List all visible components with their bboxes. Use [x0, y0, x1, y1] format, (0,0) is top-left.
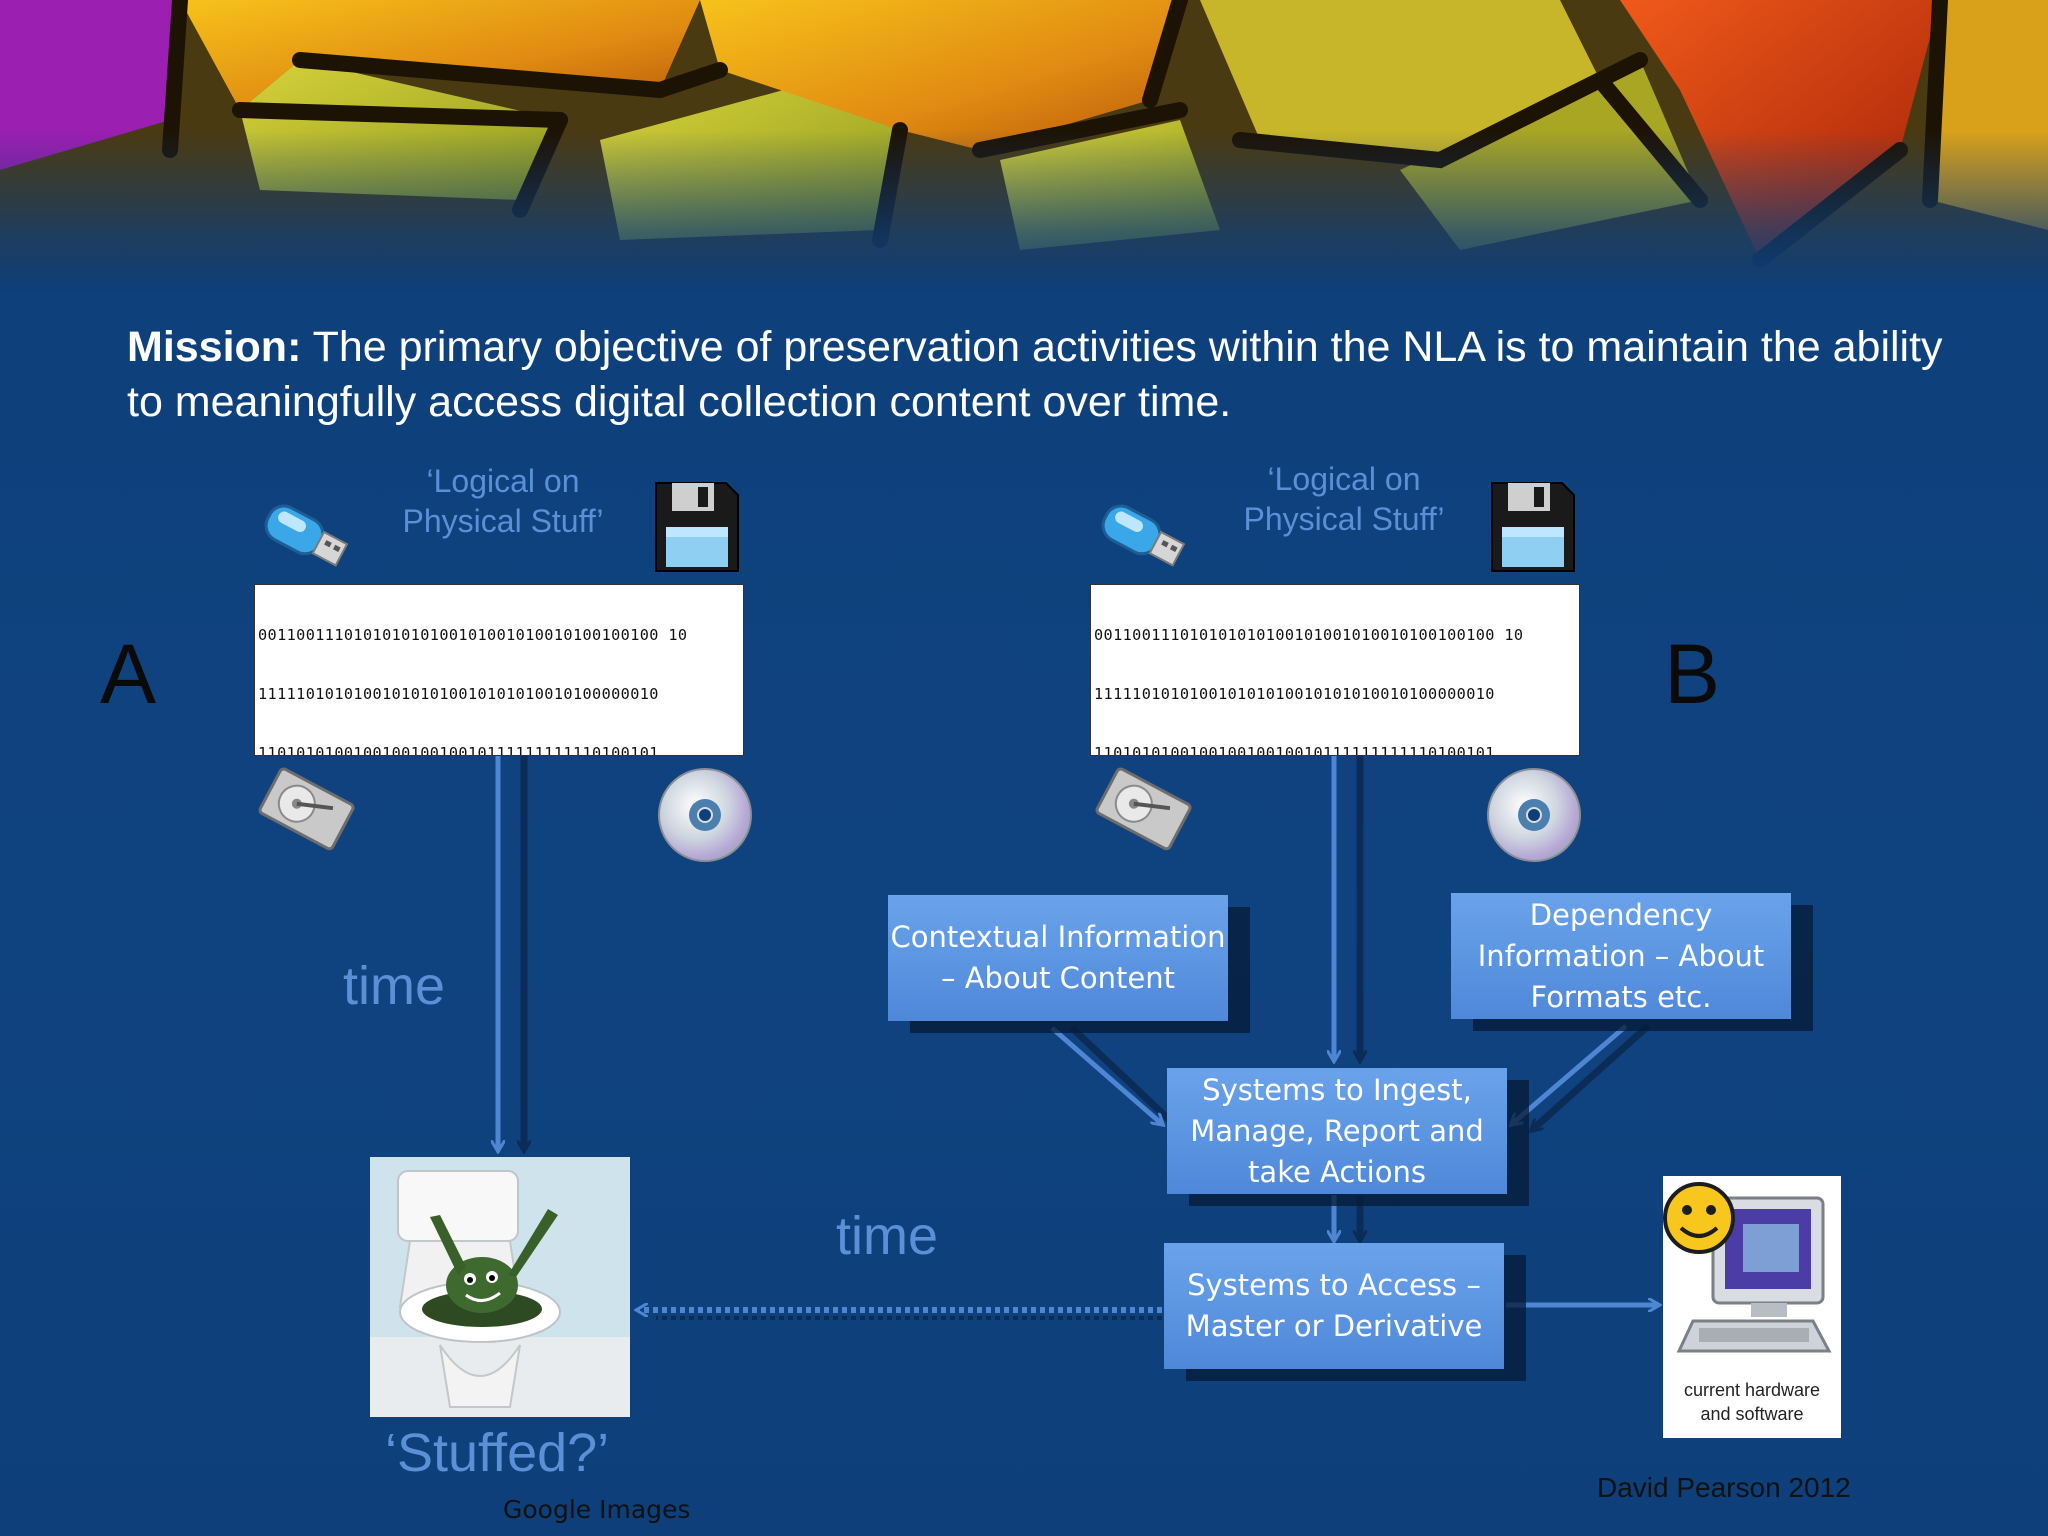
binary-line: 1111101010100101010100101010100101000000…: [258, 684, 659, 703]
hardware-caption: current hardware and software: [1683, 1380, 1821, 1424]
binary-line: 0011001110101010101001010010100101001001…: [258, 626, 688, 645]
side-b-label: B: [1664, 627, 1721, 721]
stuffed-label: ‘Stuffed?’: [385, 1423, 610, 1483]
cd-disc-icon: [1486, 767, 1582, 863]
dependency-information-box: Dependency Information – About Formats e…: [1451, 893, 1791, 1019]
hard-drive-icon: [1089, 762, 1199, 854]
systems-access-box: Systems to Access – Master or Derivative: [1164, 1243, 1504, 1369]
cd-disc-icon: [657, 767, 753, 863]
stained-glass-banner: [0, 0, 2048, 290]
mission-label: Mission:: [127, 323, 302, 371]
time-label-a: time: [343, 956, 446, 1016]
binary-block-a: 0011001110101010101001010010100101001001…: [254, 584, 744, 756]
mission-statement: Mission: The primary objective of preser…: [127, 320, 1947, 430]
arrow-dependency-shadow: [1532, 1023, 1651, 1130]
floppy-disk-icon: [650, 475, 742, 577]
systems-ingest-box: Systems to Ingest, Manage, Report and ta…: [1167, 1068, 1507, 1194]
binary-line: 0011001110101010101001010010100101001001…: [1094, 626, 1524, 645]
banner-fade: [0, 0, 2048, 290]
google-images-credit: Google Images: [503, 1495, 691, 1524]
logical-label-a: ‘Logical on Physical Stuff’: [402, 463, 604, 539]
author-credit: David Pearson 2012: [1597, 1472, 1851, 1503]
usb-drive-icon: [252, 490, 352, 580]
binary-line: 1101010100100100100100101111111111101001…: [1094, 743, 1495, 756]
arrow-contextual: [1050, 1026, 1162, 1124]
arrow-dependency: [1512, 1024, 1628, 1124]
toilet-monster-image: [370, 1157, 630, 1417]
floppy-disk-icon: [1486, 475, 1578, 577]
hardware-panel: current hardware and software: [1663, 1176, 1841, 1438]
computer-smiley-icon: [1663, 1176, 1841, 1376]
logical-label-b: ‘Logical on Physical Stuff’: [1243, 461, 1445, 537]
binary-line: 1101010100100100100100101111111111101001…: [258, 743, 659, 756]
mission-text: The primary objective of preservation ac…: [127, 323, 1943, 426]
binary-line: 1111101010100101010100101010100101000000…: [1094, 684, 1495, 703]
hard-drive-icon: [252, 762, 362, 854]
side-a-label: A: [100, 627, 157, 721]
time-label-b: time: [836, 1206, 939, 1266]
binary-block-b: 0011001110101010101001010010100101001001…: [1090, 584, 1580, 756]
usb-drive-icon: [1089, 490, 1189, 580]
arrow-contextual-shadow: [1069, 1025, 1180, 1130]
contextual-information-box: Contextual Information – About Content: [888, 895, 1228, 1021]
